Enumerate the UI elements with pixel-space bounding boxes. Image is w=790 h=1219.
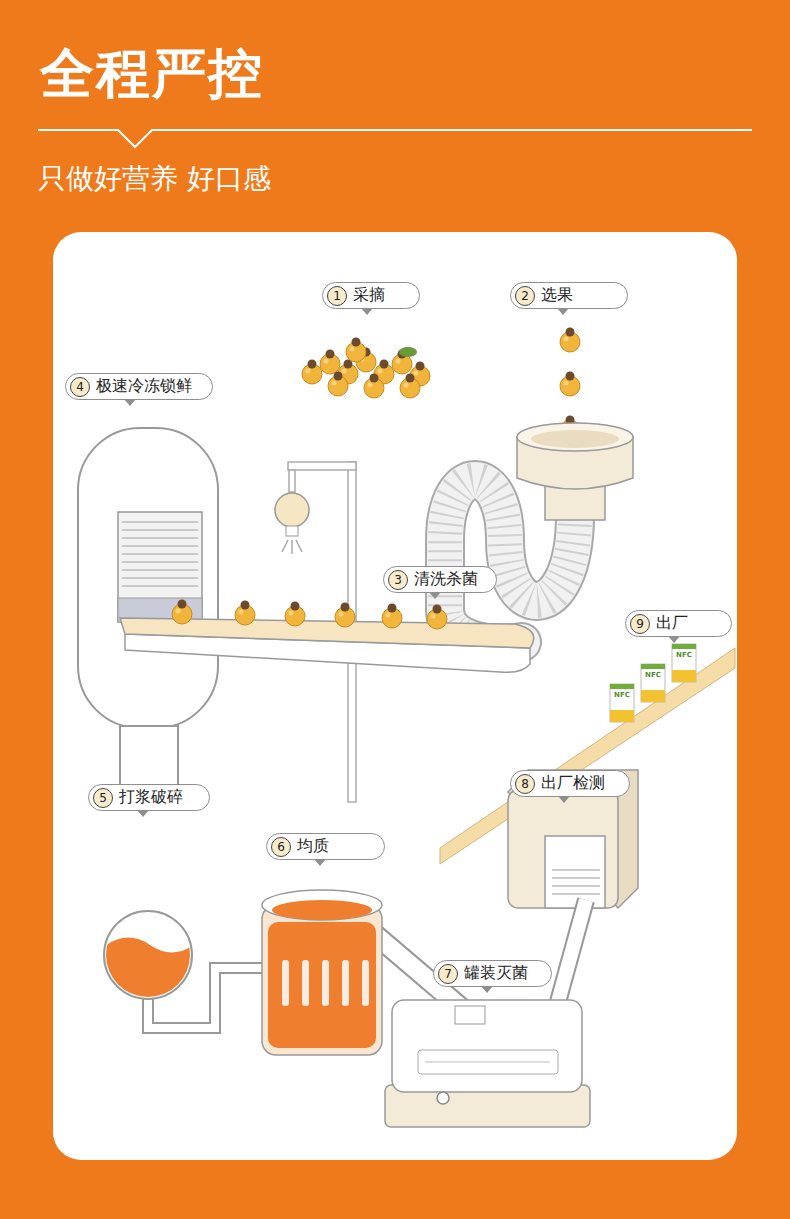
step-name: 出厂: [656, 613, 688, 634]
package-label: NFC: [611, 691, 633, 699]
step-label: 1 采摘: [322, 282, 420, 309]
step-label: 3 清洗杀菌: [383, 566, 497, 593]
step-label: 7 罐装灭菌: [433, 960, 552, 987]
step-number: 3: [388, 570, 408, 590]
step-name: 均质: [297, 836, 329, 857]
step-name: 罐装灭菌: [464, 963, 528, 984]
step-name: 打浆破碎: [119, 787, 183, 808]
step-label: 2 选果: [510, 282, 628, 309]
page-title: 全程严控: [40, 38, 264, 111]
step-number: 2: [515, 286, 535, 306]
step-label: 8 出厂检测: [510, 770, 630, 797]
step-number: 9: [630, 614, 650, 634]
page-subtitle: 只做好营养 好口感: [38, 160, 271, 198]
step-label: 5 打浆破碎: [88, 784, 210, 811]
step-number: 4: [70, 377, 90, 397]
step-number: 7: [438, 964, 458, 984]
package-label: NFC: [673, 651, 695, 659]
step-name: 清洗杀菌: [414, 569, 478, 590]
step-name: 出厂检测: [541, 773, 605, 794]
step-number: 6: [271, 837, 291, 857]
step-number: 8: [515, 774, 535, 794]
step-name: 选果: [541, 285, 573, 306]
step-label: 4 极速冷冻锁鲜: [65, 373, 213, 400]
step-name: 极速冷冻锁鲜: [96, 376, 192, 397]
step-number: 5: [93, 788, 113, 808]
step-label: 6 均质: [266, 833, 385, 860]
step-name: 采摘: [353, 285, 385, 306]
step-number: 1: [327, 286, 347, 306]
step-label: 9 出厂: [625, 610, 732, 637]
package-label: NFC: [642, 671, 664, 679]
